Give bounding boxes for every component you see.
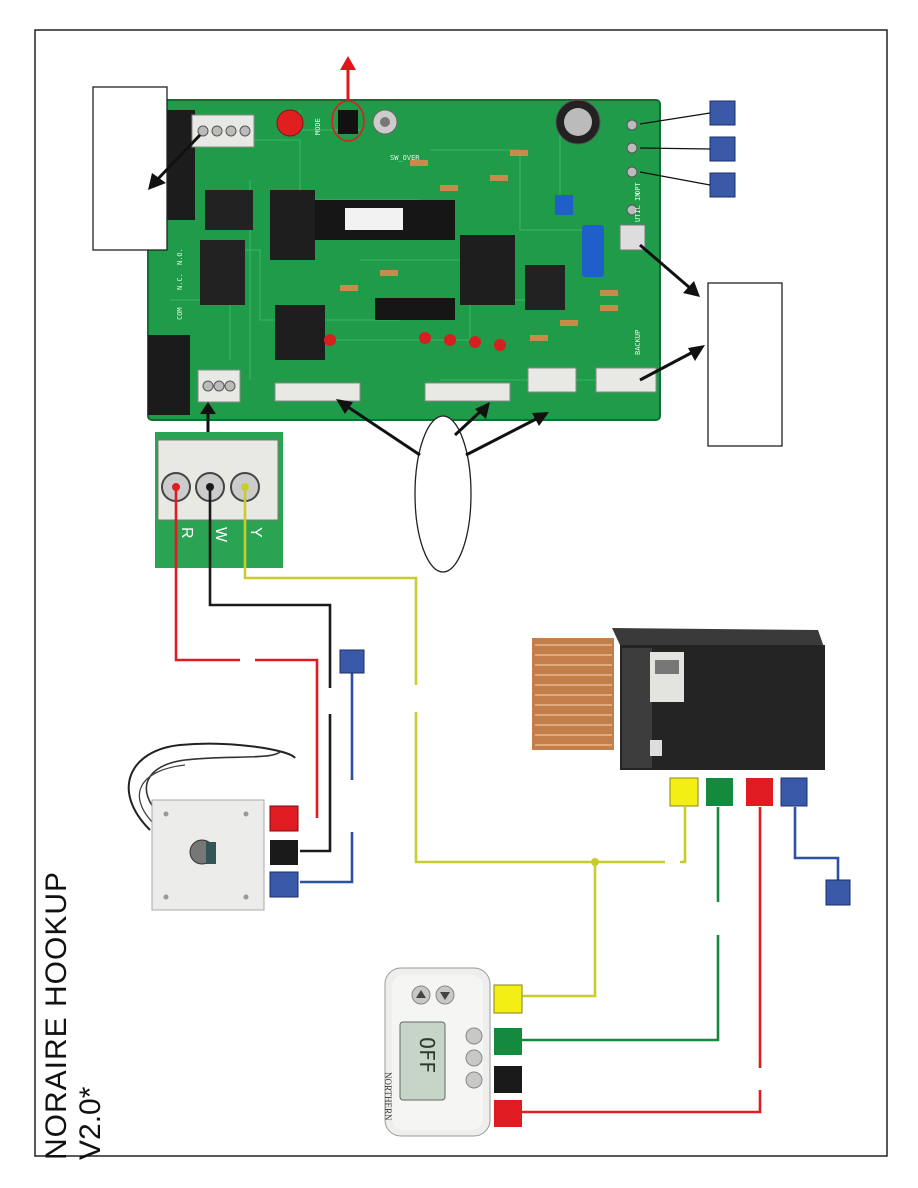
- blue-swatch-switch-2: [269, 871, 299, 898]
- thermostat-display: OFF: [415, 1037, 439, 1073]
- svg-text:COM: COM: [176, 307, 184, 320]
- blue-swatch-ground: [825, 879, 851, 906]
- thermostat-brand: NORTHERN: [383, 1072, 393, 1121]
- red-swatch-thermostat: [494, 1100, 522, 1127]
- svg-text:BACKUP: BACKUP: [634, 330, 642, 355]
- black-swatch-switch: [270, 840, 298, 865]
- relay-label-box: [92, 86, 168, 251]
- title-line-2: V2.0*: [74, 1086, 107, 1160]
- page-frame: [34, 29, 888, 1157]
- blue-swatch-3: [709, 172, 736, 198]
- yellow-swatch-thermostat: [493, 984, 523, 1014]
- connector-label-ellipse: [414, 415, 472, 573]
- svg-text:N.O.: N.O.: [176, 248, 184, 265]
- red-arrow-icon: [340, 56, 356, 100]
- terminal-label-y: Y: [247, 527, 264, 538]
- title-line-1: NORAIRE HOOKUP: [40, 870, 73, 1160]
- green-swatch-thermostat: [494, 1028, 522, 1055]
- svg-text:UTIL IN: UTIL IN: [634, 192, 642, 222]
- mode-button: [276, 109, 304, 137]
- terminal-closeup: R W Y: [155, 432, 283, 568]
- red-swatch-heater: [746, 778, 773, 806]
- svg-text:MODE: MODE: [314, 118, 322, 135]
- terminal-label-w: W: [212, 527, 229, 543]
- pointer-arrows: [148, 133, 705, 457]
- black-swatch-thermostat: [494, 1066, 522, 1093]
- svg-text:OPT: OPT: [634, 182, 642, 195]
- red-swatch-switch: [269, 805, 299, 832]
- blue-swatch-2: [709, 136, 736, 162]
- blue-swatch-switch: [339, 649, 365, 674]
- temp-sensor-switch: [127, 742, 296, 911]
- heater-unit: [532, 628, 825, 770]
- diagram-title: NORAIRE HOOKUP V2.0*: [40, 871, 108, 1160]
- green-swatch-heater: [706, 778, 733, 806]
- circuit-board: MODE SW_OVER BACKUP UTIL IN OPT N.C. N.O…: [147, 99, 661, 421]
- blue-swatch-heater: [780, 777, 808, 807]
- thermostat: OFF NORTHERN: [383, 967, 491, 1137]
- svg-text:N.C.: N.C.: [176, 273, 184, 290]
- backup-label-box: [707, 282, 783, 447]
- yellow-swatch-heater: [669, 777, 699, 807]
- wiring: [174, 490, 840, 1114]
- terminal-label-r: R: [178, 527, 195, 539]
- blue-swatch-1: [709, 100, 736, 126]
- svg-text:SW_OVER: SW_OVER: [390, 154, 420, 162]
